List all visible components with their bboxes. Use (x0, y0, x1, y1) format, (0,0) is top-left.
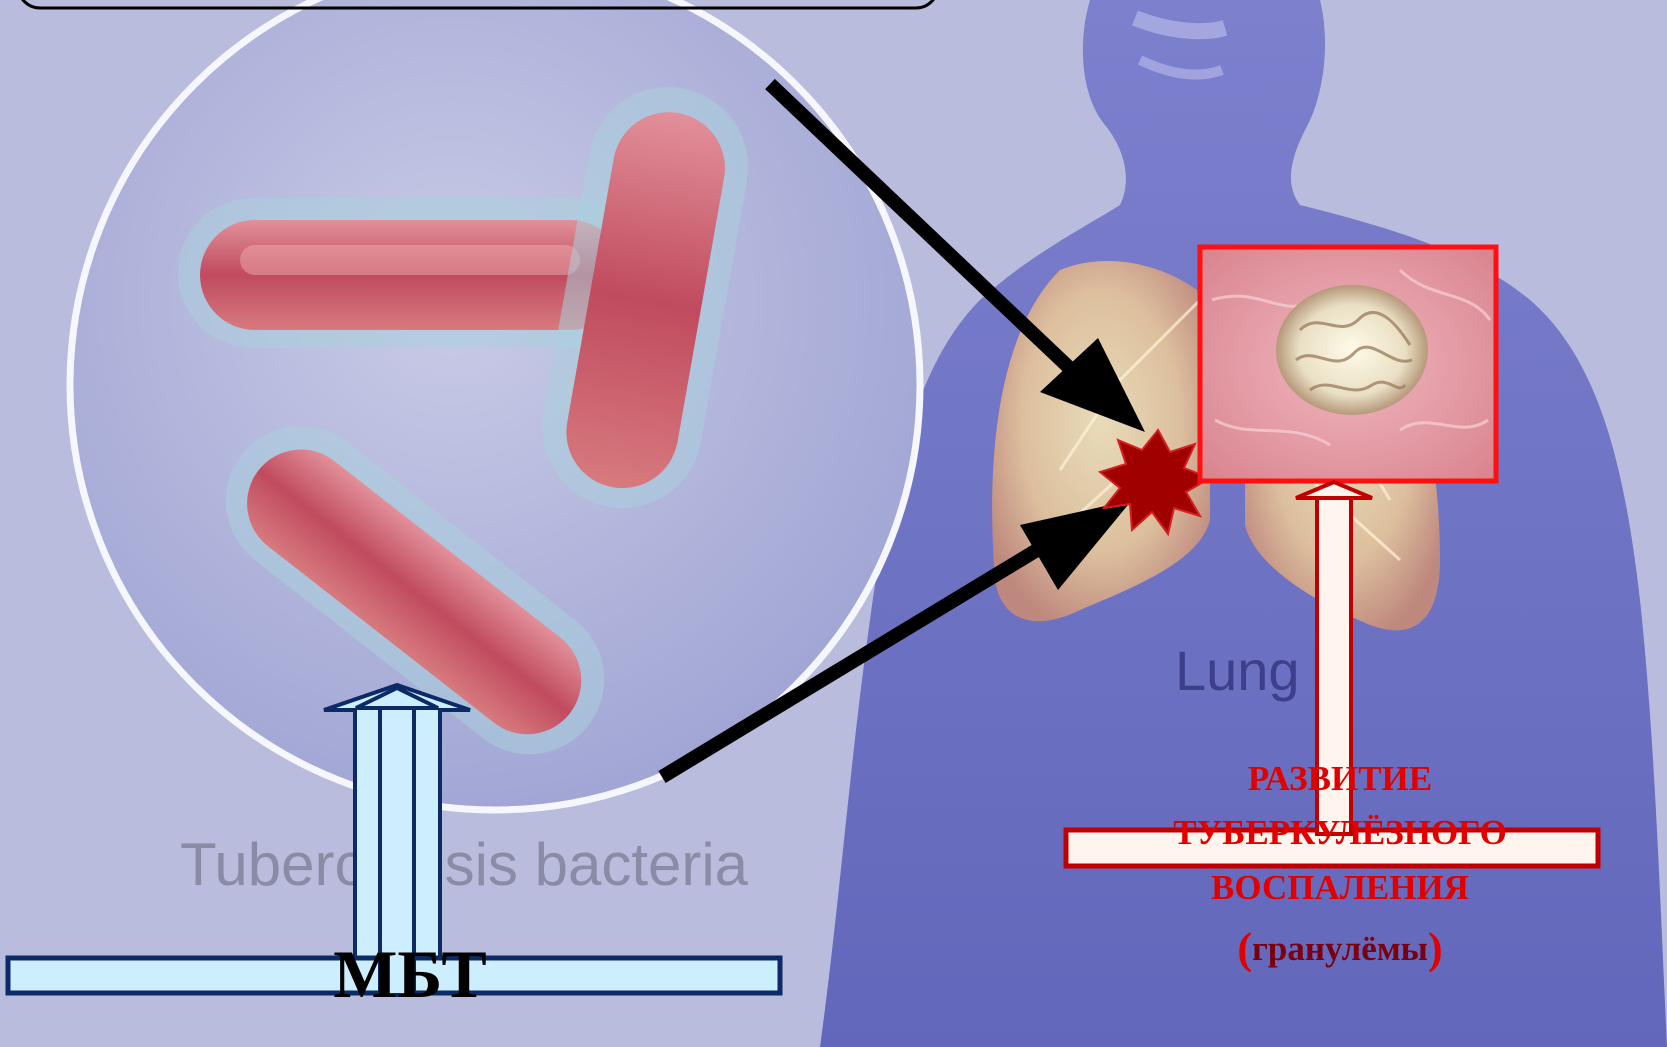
mbt-label: МБТ (300, 940, 520, 1008)
granuloma-inset (1200, 247, 1496, 481)
paren-close: ) (1428, 924, 1443, 973)
development-line-2: ТУБЕРКУЛЁЗНОГО (1090, 806, 1590, 860)
granuloma-line: (гранулёмы) (1090, 915, 1590, 983)
granuloma-word: гранулёмы (1252, 929, 1428, 968)
lung-caption: Lung (1175, 639, 1300, 702)
inflammation-development-label: РАЗВИТИЕ ТУБЕРКУЛЁЗНОГО ВОСПАЛЕНИЯ (гран… (1090, 752, 1590, 983)
bacteria-caption: Tuberculosis bacteria (180, 831, 749, 898)
development-line-3: ВОСПАЛЕНИЯ (1090, 861, 1590, 915)
magnified-bacteria-circle (70, 0, 920, 810)
paren-open: ( (1237, 924, 1252, 973)
development-line-1: РАЗВИТИЕ (1090, 752, 1590, 806)
